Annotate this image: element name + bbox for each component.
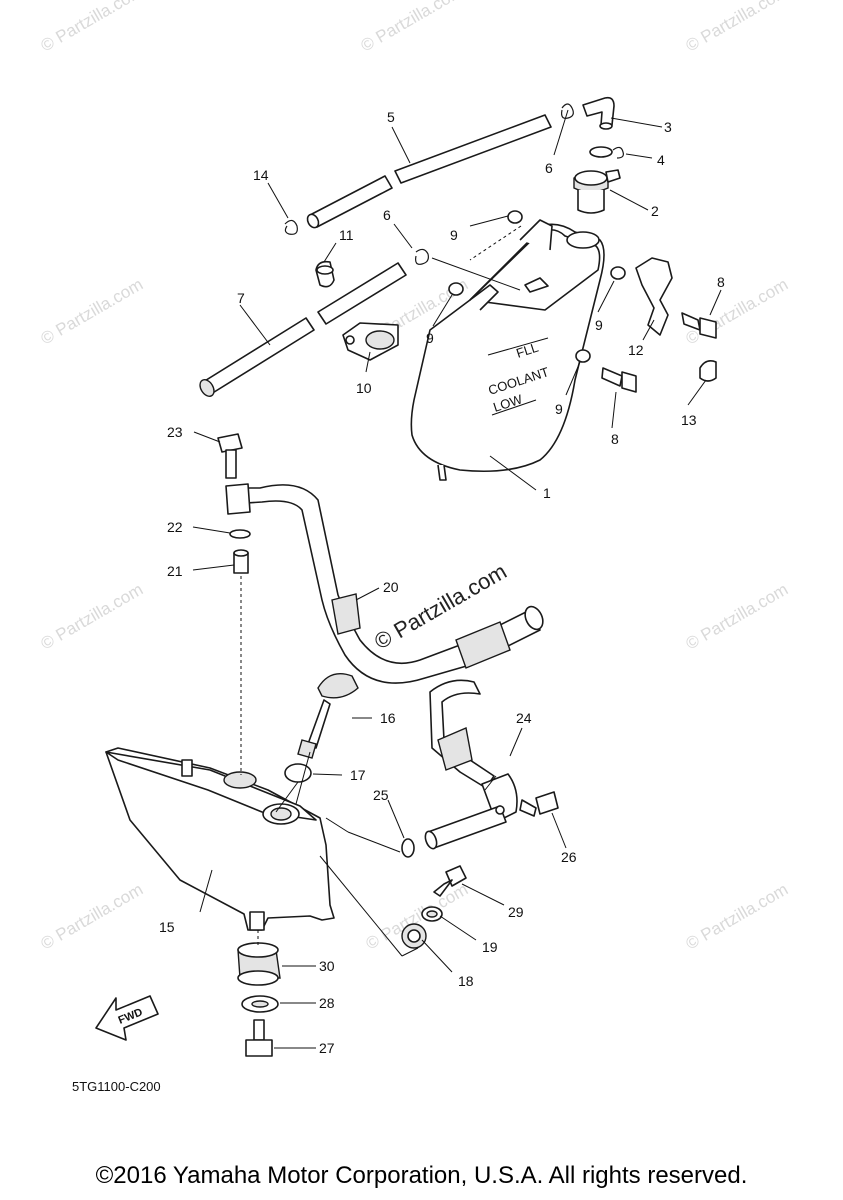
- oring-4: [589, 146, 624, 159]
- hose-20: [225, 483, 544, 684]
- fwd-arrow-icon: FWD: [95, 995, 159, 1041]
- callout-20: 20: [383, 579, 399, 595]
- callout-6-upper: 6: [545, 160, 553, 176]
- leader-lines: [192, 109, 722, 1049]
- callout-9-right: 9: [595, 317, 603, 333]
- clip-6-lower: [415, 248, 429, 265]
- elbow-3: [582, 96, 615, 130]
- callout-12: 12: [628, 342, 644, 358]
- bolt-27: [245, 1019, 273, 1057]
- coolant-reservoir-1: FLL COOLANT LOW: [410, 219, 605, 481]
- callout-4: 4: [657, 152, 665, 168]
- oring-17: [284, 763, 312, 783]
- watermark: © Partzilla.com: [38, 0, 147, 55]
- bolt-29: [433, 865, 467, 897]
- callout-11: 11: [339, 227, 354, 243]
- callout-13: 13: [681, 412, 697, 428]
- bolt-8-right: [681, 312, 717, 339]
- washers-9: [448, 210, 626, 363]
- callout-16: 16: [380, 710, 396, 726]
- watermark: © Partzilla.com: [38, 880, 147, 954]
- watermark: © Partzilla.com: [38, 580, 147, 654]
- callout-14: 14: [253, 167, 269, 183]
- callout-6-lower: 6: [383, 207, 391, 223]
- callout-28: 28: [319, 995, 335, 1011]
- callout-9-top: 9: [450, 227, 458, 243]
- tank-full-mark: FLL: [514, 340, 540, 361]
- hose-5: [306, 114, 552, 229]
- hose-7: [199, 262, 407, 397]
- callout-9-lower: 9: [555, 401, 563, 417]
- clip-6-upper: [561, 103, 574, 119]
- bolt-26: [519, 791, 559, 817]
- callout-5: 5: [387, 109, 395, 125]
- callout-21: 21: [167, 563, 183, 579]
- bolt-23: [217, 433, 243, 479]
- oring-22: [229, 529, 251, 539]
- oil-tank-15: [105, 747, 335, 931]
- callout-19: 19: [482, 939, 498, 955]
- watermark: © Partzilla.com: [683, 580, 792, 654]
- drawing-code: 5TG1100-C200: [72, 1079, 161, 1094]
- grommet-18: [401, 923, 427, 949]
- clamp-11: [315, 260, 335, 288]
- washer-28: [241, 995, 279, 1013]
- callout-9-left: 9: [426, 330, 434, 346]
- bolt-8-lower: [601, 367, 637, 393]
- callout-27: 27: [319, 1040, 335, 1056]
- callout-1: 1: [543, 485, 551, 501]
- hose-24: [424, 679, 518, 850]
- callout-22: 22: [167, 519, 183, 535]
- callout-29: 29: [508, 904, 524, 920]
- callout-8-lower: 8: [611, 431, 619, 447]
- callout-7: 7: [237, 290, 245, 306]
- clamp-10: [342, 322, 399, 361]
- copyright-footer: ©2016 Yamaha Motor Corporation, U.S.A. A…: [95, 1162, 748, 1189]
- callout-25: 25: [373, 787, 389, 803]
- callout-8-right: 8: [717, 274, 725, 290]
- oring-25: [401, 838, 415, 858]
- callout-26: 26: [561, 849, 577, 865]
- bracket-12: [635, 257, 673, 336]
- watermark: © Partzilla.com: [683, 275, 792, 349]
- callout-23: 23: [167, 424, 183, 440]
- callout-15: 15: [159, 919, 175, 935]
- watermark: © Partzilla.com: [683, 0, 792, 55]
- callout-30: 30: [319, 958, 335, 974]
- clip-14: [284, 219, 298, 235]
- dipstick-cap-16: [297, 673, 359, 759]
- callout-labels: 1 2 3 4 5 6 6 7 8 8 9 9 9 9 10 11 12 13 …: [159, 109, 725, 1056]
- collar-19: [421, 906, 443, 922]
- callout-17: 17: [350, 767, 366, 783]
- watermark: © Partzilla.com: [38, 275, 147, 349]
- cap-2: [573, 169, 621, 214]
- callout-10: 10: [356, 380, 372, 396]
- callout-18: 18: [458, 973, 474, 989]
- callout-2: 2: [651, 203, 659, 219]
- grommet-30: [237, 942, 281, 986]
- callout-3: 3: [664, 119, 672, 135]
- watermark: © Partzilla.com: [683, 880, 792, 954]
- clip-13: [699, 360, 717, 382]
- collar-21: [233, 549, 249, 574]
- watermark: © Partzilla.com: [358, 0, 467, 55]
- callout-24: 24: [516, 710, 532, 726]
